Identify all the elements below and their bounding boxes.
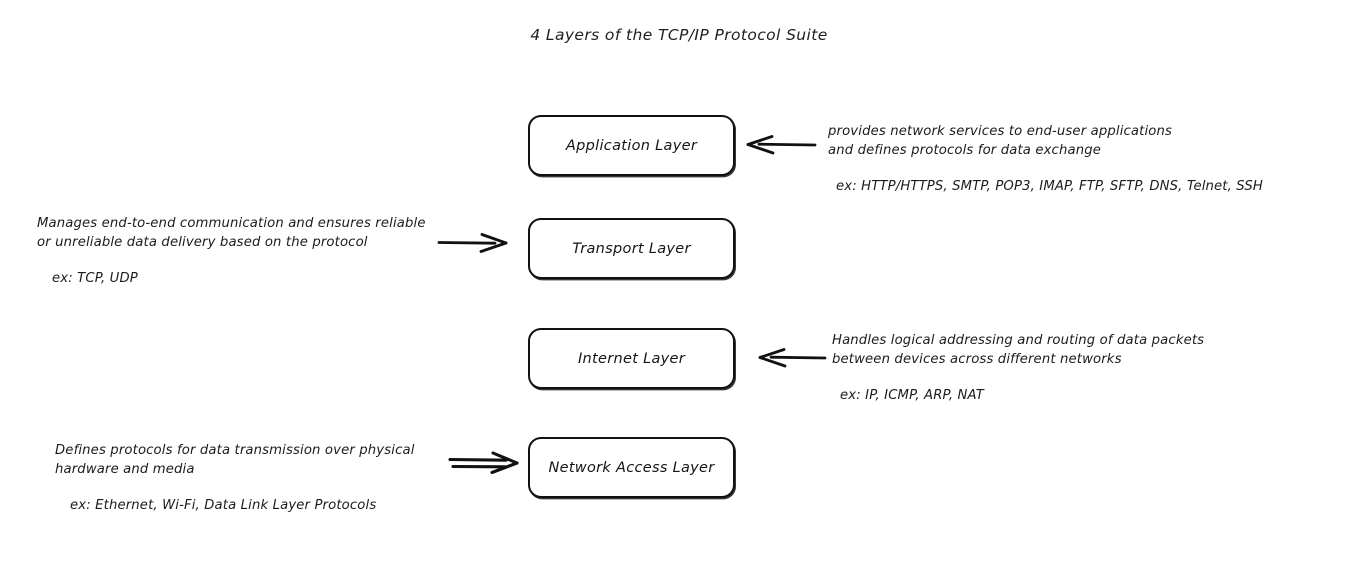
note-application: provides network services to end-user ap… (828, 122, 1348, 196)
note-examples-transport: ex: TCP, UDP (52, 271, 138, 286)
arrow-left-icon-application (746, 135, 817, 155)
note-internet: Handles logical addressing and routing o… (832, 331, 1262, 405)
arrow-left-icon-internet (758, 348, 827, 368)
note-examples-internet: ex: IP, ICMP, ARP, NAT (840, 388, 984, 403)
note-description-network-access: Defines protocols for data transmission … (55, 443, 415, 477)
note-description-application: provides network services to end-user ap… (828, 124, 1173, 158)
note-transport: Manages end-to-end communication and ens… (37, 214, 457, 288)
layer-label-transport: Transport Layer (572, 240, 691, 257)
note-network-access: Defines protocols for data transmission … (55, 441, 475, 515)
layer-label-network-access: Network Access Layer (548, 459, 715, 476)
note-examples-network-access: ex: Ethernet, Wi-Fi, Data Link Layer Pro… (70, 498, 377, 513)
layer-box-internet[interactable]: Internet Layer (528, 328, 735, 389)
layer-label-internet: Internet Layer (577, 350, 686, 367)
note-examples-application: ex: HTTP/HTTPS, SMTP, POP3, IMAP, FTP, S… (836, 179, 1263, 194)
page-title: 4 Layers of the TCP/IP Protocol Suite (530, 26, 828, 44)
note-description-internet: Handles logical addressing and routing o… (832, 333, 1205, 367)
note-description-transport: Manages end-to-end communication and ens… (37, 216, 426, 250)
arrow-right-icon-transport (437, 233, 508, 253)
layer-label-application: Application Layer (565, 137, 698, 154)
arrow-right-double-icon-network-access (448, 451, 519, 475)
layer-box-transport[interactable]: Transport Layer (528, 218, 735, 279)
layer-box-application[interactable]: Application Layer (528, 115, 735, 176)
layer-box-network-access[interactable]: Network Access Layer (528, 437, 735, 498)
